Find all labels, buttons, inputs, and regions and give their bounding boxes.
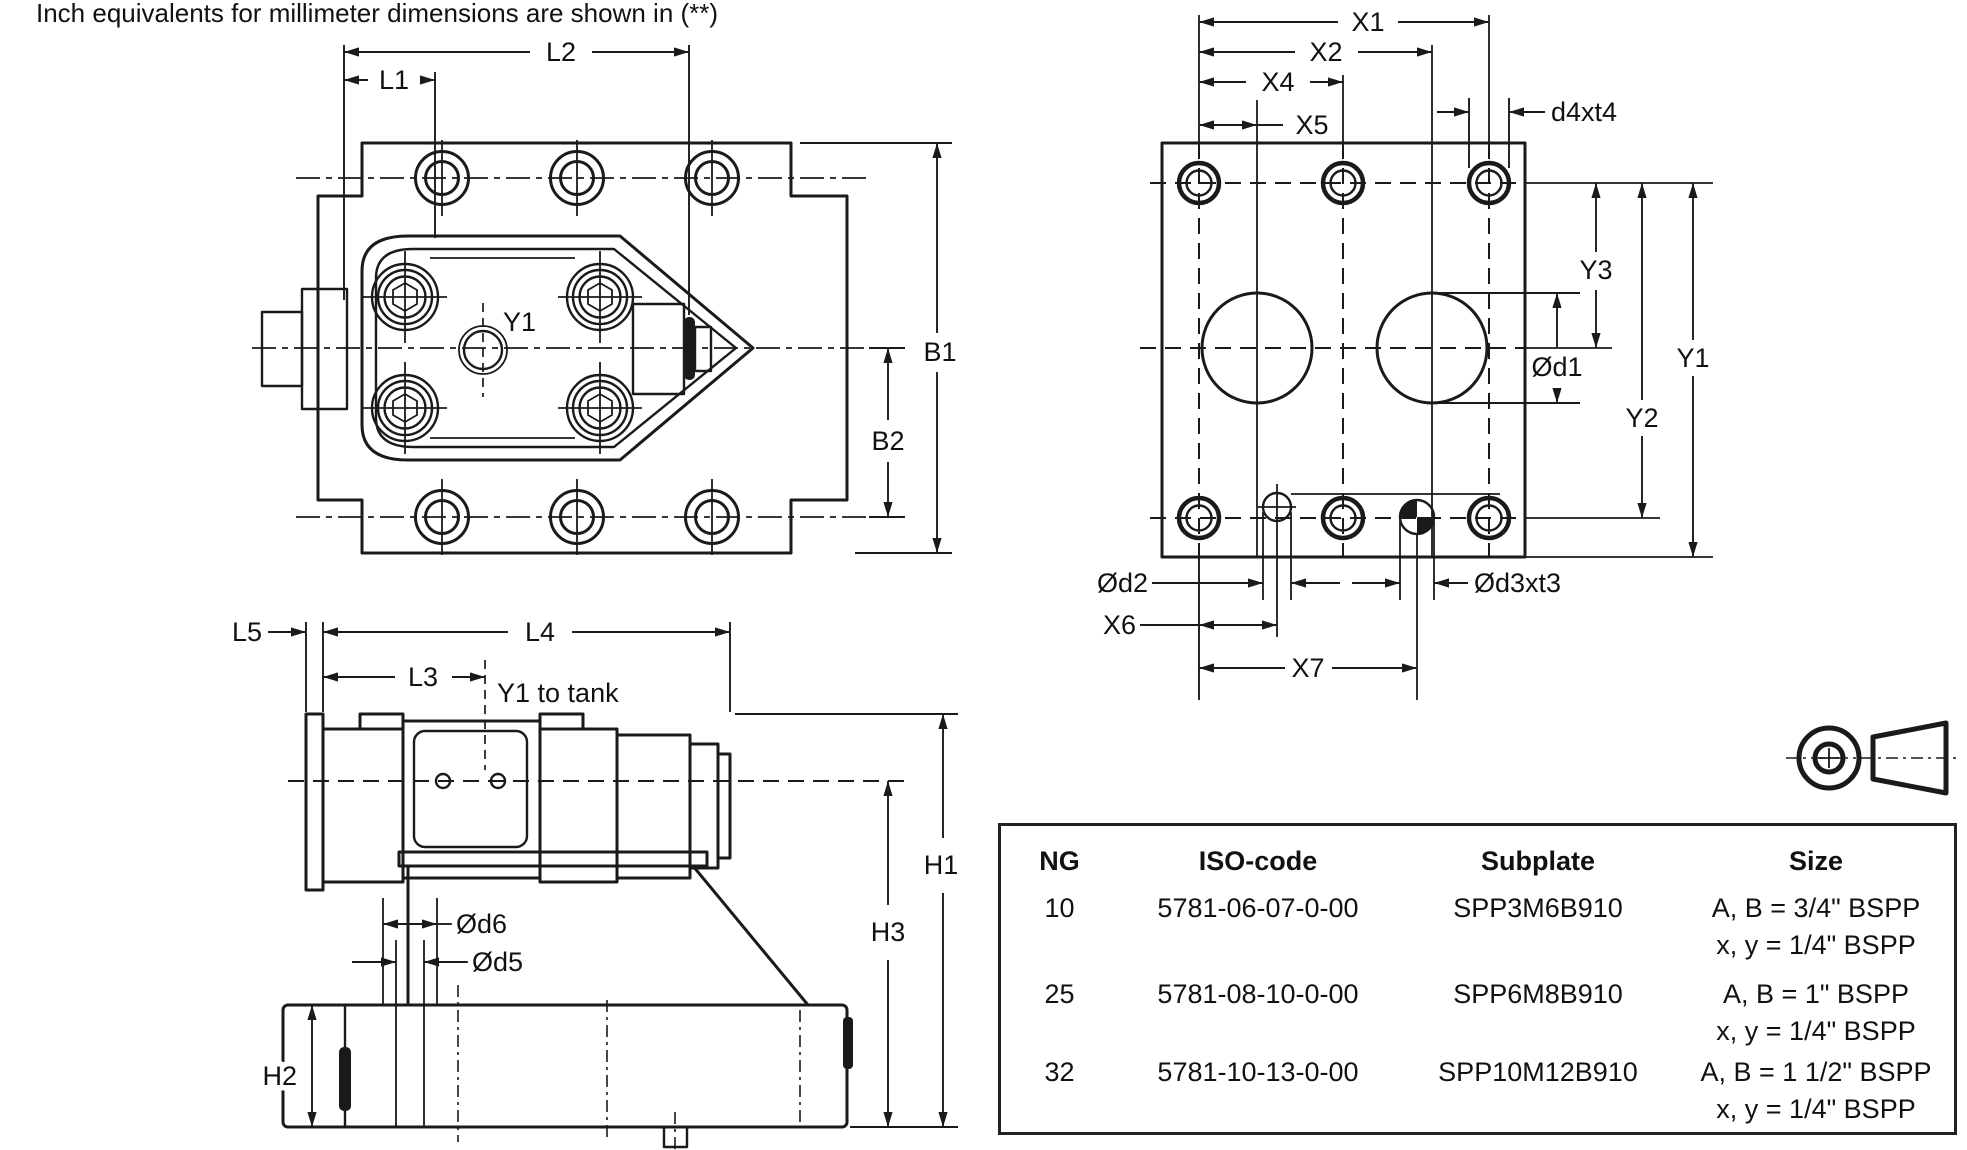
size-xy: x, y = 1/4" BSPP (1716, 1016, 1916, 1046)
face-port-b (1375, 291, 1489, 405)
dim-label-x1: X1 (1351, 7, 1384, 37)
plan-connectors (260, 287, 713, 411)
dim-label-y2: Y2 (1625, 403, 1658, 433)
table-header-ng: NG (1039, 846, 1080, 876)
plan-y1-port (458, 303, 508, 397)
face-y-dimensions (1435, 183, 1698, 557)
dim-label-b1: B1 (923, 337, 956, 367)
table-cell-subplate: SPP6M8B910 (1453, 979, 1623, 1009)
side-valve (304, 712, 732, 892)
plan-valve-body (360, 234, 755, 462)
size-xy: x, y = 1/4" BSPP (1716, 930, 1916, 960)
dim-label-b2: B2 (871, 426, 904, 456)
side-base-tab-right (843, 1017, 853, 1069)
label-y1-to-tank: Y1 to tank (497, 678, 619, 708)
dim-label-l1: L1 (379, 65, 409, 95)
table-header-iso: ISO-code (1198, 846, 1318, 876)
face-bottom-dimensions (1140, 557, 1468, 700)
dim-label-l2: L2 (546, 37, 576, 67)
dim-label-d5: Ød5 (472, 947, 523, 977)
table-cell-ng: 10 (1044, 893, 1075, 923)
dim-label-h2: H2 (262, 1061, 297, 1091)
face-port-y (1398, 498, 1436, 700)
side-base-tab-left (339, 1047, 351, 1111)
side-valve-face (412, 729, 529, 849)
table-cell-ng: 25 (1044, 979, 1075, 1009)
dim-label-x7: X7 (1291, 653, 1324, 683)
face-port-x (1258, 484, 1500, 637)
side-subplate (406, 864, 810, 1006)
side-top-dimensions (268, 622, 731, 712)
dim-label-h3: H3 (871, 917, 906, 947)
dim-label-d2: Ød2 (1097, 568, 1148, 598)
dim-label-x5: X5 (1295, 110, 1328, 140)
dim-label-l3: L3 (408, 662, 438, 692)
table-header-subplate: Subplate (1480, 846, 1595, 876)
dim-label-x2: X2 (1309, 37, 1342, 67)
port-label-y1: Y1 (503, 307, 536, 337)
table-header-size: Size (1788, 846, 1844, 876)
plan-socket-screws (363, 251, 642, 454)
dim-label-x6: X6 (1103, 610, 1136, 640)
table-cell-iso: 5781-08-10-0-00 (1157, 979, 1359, 1009)
dim-label-d1: Ød1 (1531, 352, 1582, 382)
plan-subplate-outline (316, 141, 849, 555)
table-cell-subplate: SPP3M6B910 (1453, 893, 1623, 923)
first-angle-projection-icon (1786, 720, 1958, 796)
plan-mounting-holes (414, 150, 740, 545)
dim-label-y3: Y3 (1579, 255, 1612, 285)
note-inch-equivalents: Inch equivalents for millimeter dimensio… (36, 0, 718, 28)
dim-label-l5: L5 (232, 617, 262, 647)
dim-label-d4xt4: d4xt4 (1551, 97, 1617, 127)
table-cell-size: A, B = 1" BSPP x, y = 1/4" BSPP (1678, 968, 1954, 1046)
table-cell-size: A, B = 1 1/2" BSPP x, y = 1/4" BSPP (1678, 1046, 1954, 1132)
size-ab: A, B = 1" BSPP (1723, 979, 1909, 1009)
plan-locating-tab (684, 317, 695, 380)
side-view: L5 L4 L3 Y1 to tank Ød6 Ød5 H2 H3 H1 (226, 612, 964, 1150)
dim-label-d6: Ød6 (456, 909, 507, 939)
face-bolt-holes (1176, 160, 1512, 541)
face-x-dimensions (1199, 17, 1545, 168)
side-height-dimensions (307, 713, 958, 1128)
plan-view: L2 L1 B1 B2 Y1 (252, 32, 962, 555)
dim-label-l4: L4 (525, 617, 555, 647)
dim-label-x4: X4 (1261, 67, 1294, 97)
table-cell-ng: 32 (1044, 1057, 1075, 1087)
plan-dimensions (343, 45, 952, 554)
size-ab: A, B = 1 1/2" BSPP (1700, 1057, 1932, 1087)
dim-label-y1: Y1 (1676, 343, 1709, 373)
table-cell-iso: 5781-06-07-0-00 (1157, 893, 1359, 923)
size-ab: A, B = 3/4" BSPP (1711, 893, 1921, 923)
dim-label-d3xt3: Ød3xt3 (1474, 568, 1561, 598)
table-cell-subplate: SPP10M12B910 (1438, 1057, 1638, 1087)
size-xy: x, y = 1/4" BSPP (1716, 1094, 1916, 1124)
face-port-a (1200, 291, 1314, 405)
side-flange (397, 850, 709, 868)
dim-label-h1: H1 (924, 850, 959, 880)
table-cell-iso: 5781-10-13-0-00 (1157, 1057, 1359, 1087)
side-base-plate (281, 1003, 849, 1129)
spec-table: NG ISO-code Subplate Size 10 5781-06-07-… (998, 823, 1957, 1135)
table-cell-size: A, B = 3/4" BSPP x, y = 1/4" BSPP (1678, 882, 1954, 968)
subplate-face-view: X1 X2 X4 X5 d4xt4 Y3 Ød1 Y1 Y2 Ød2 Ød3xt… (1091, 2, 1715, 700)
